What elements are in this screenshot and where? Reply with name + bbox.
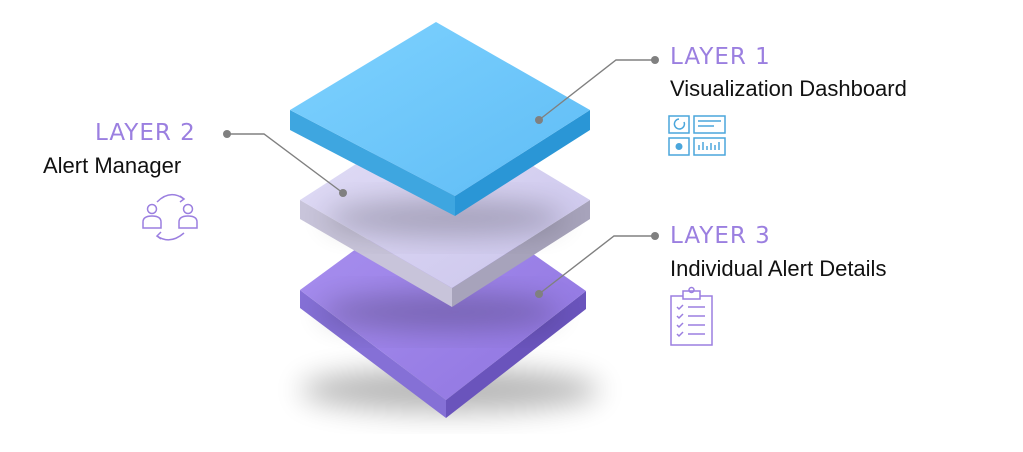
clipboard-checklist-icon: [670, 286, 713, 346]
connector-layer-2: [223, 130, 347, 197]
layer-1-title: LAYER 1: [670, 44, 771, 70]
connector-layer-3: [535, 232, 659, 298]
layer-2-title: LAYER 2: [95, 120, 196, 146]
layer-1-slab: [290, 22, 590, 216]
dashboard-icon: [668, 115, 726, 156]
connector-layer-1: [535, 56, 659, 124]
layer-3-subtitle: Individual Alert Details: [670, 256, 887, 281]
layer-2-subtitle: Alert Manager: [43, 153, 182, 178]
users-exchange-icon: [142, 193, 198, 241]
layer-3-title: LAYER 3: [670, 223, 771, 249]
layer-1-subtitle: Visualization Dashboard: [670, 76, 907, 101]
